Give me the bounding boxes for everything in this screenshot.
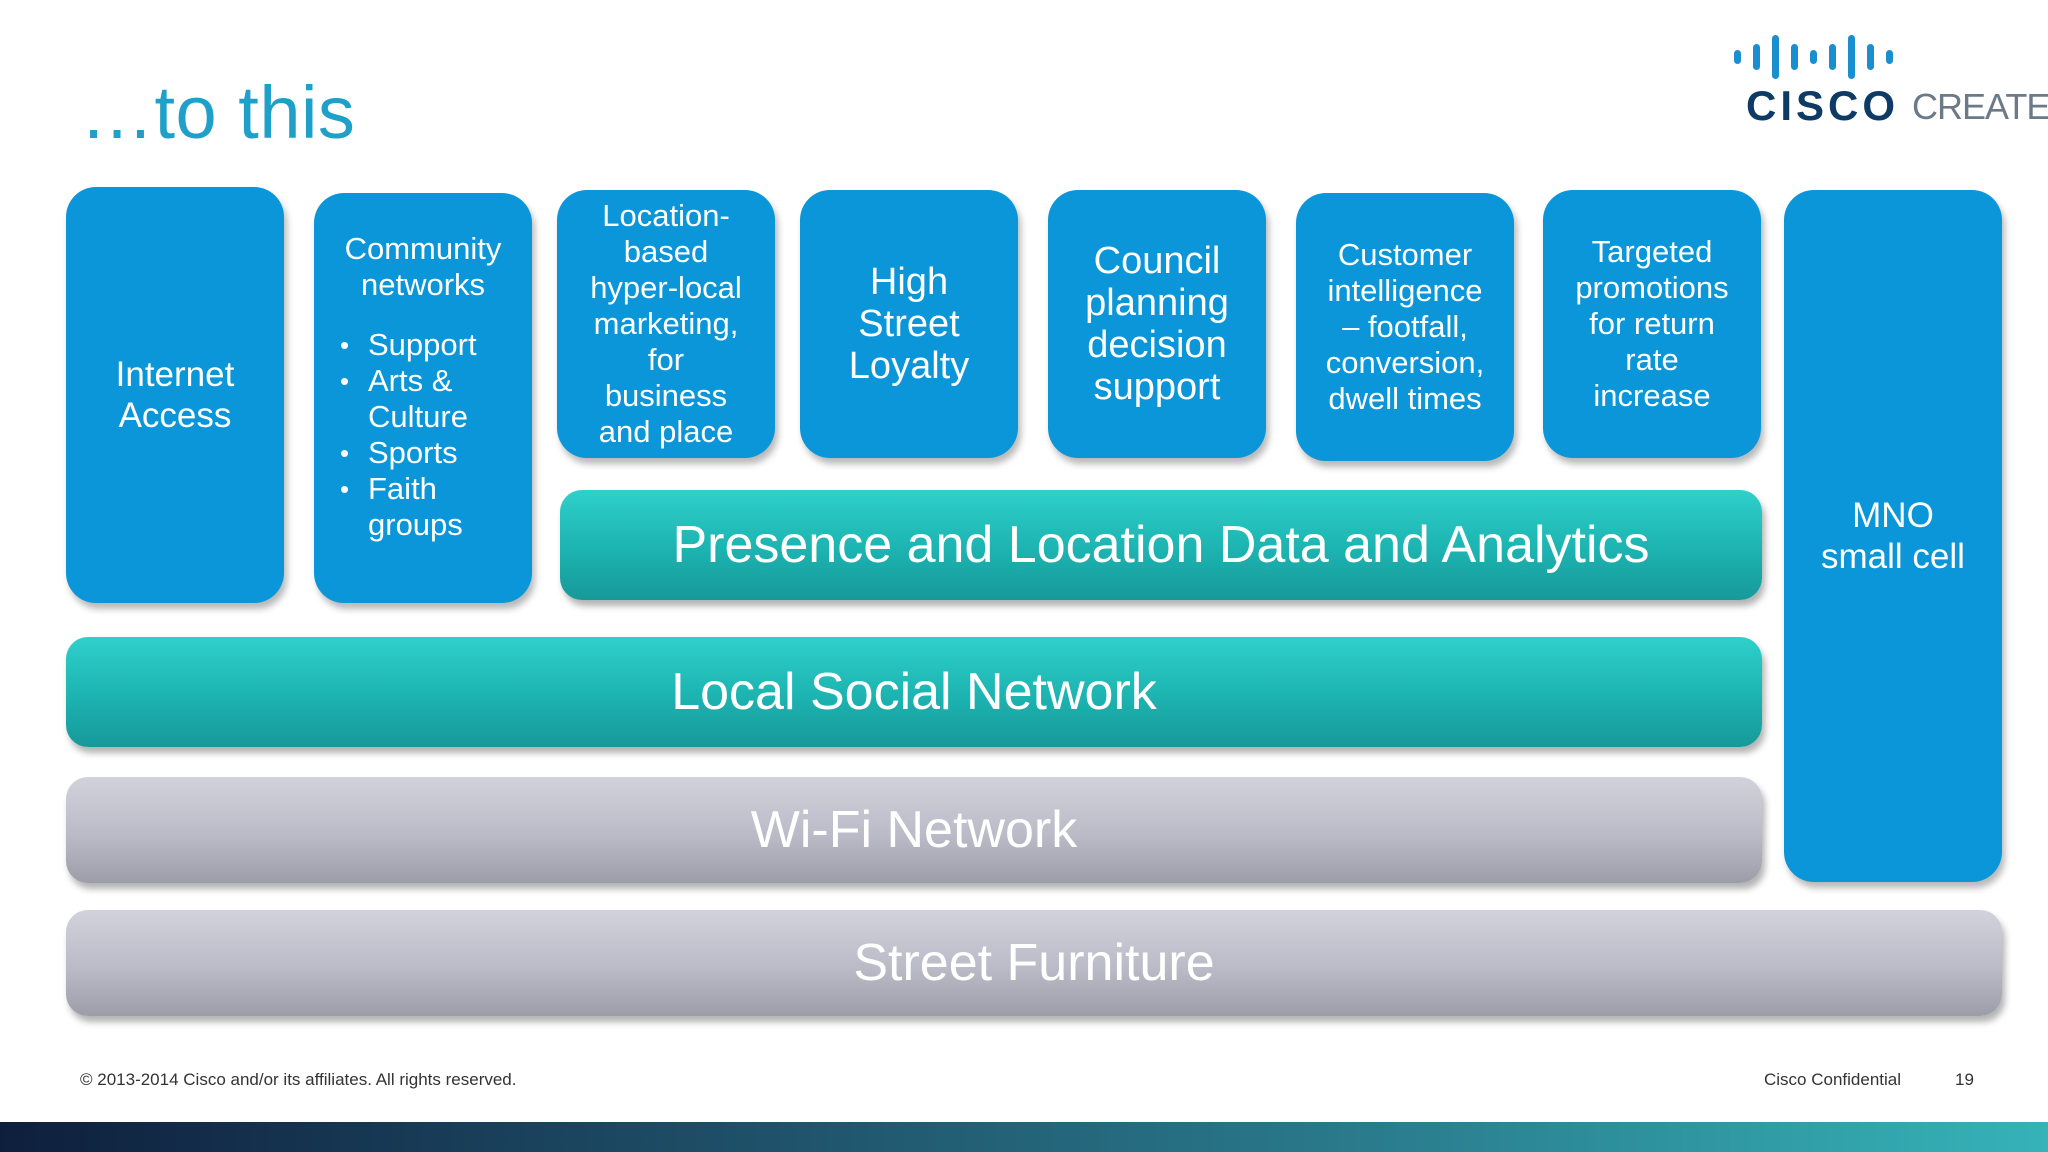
logo-suffix: CREATE (1912, 86, 2048, 127)
customer-intelligence-label: Customer intelligence – footfall, conver… (1325, 237, 1485, 416)
location-marketing-label: Location- based hyper-local marketing, f… (590, 198, 742, 449)
street-furniture-layer: Street Furniture (66, 910, 2002, 1016)
street-furniture-label: Street Furniture (853, 934, 1215, 992)
local-social-network-layer: Local Social Network (66, 637, 1762, 747)
local-social-network-label: Local Social Network (671, 663, 1157, 721)
customer-intelligence-box: Customer intelligence – footfall, conver… (1296, 193, 1514, 461)
community-item: Faith groups (338, 471, 508, 543)
mno-small-cell-box: MNO small cell (1784, 190, 2002, 882)
targeted-promotions-box: Targeted promotions for return rate incr… (1543, 190, 1761, 458)
internet-access-label: Internet Access (115, 355, 235, 435)
community-item: Support (338, 327, 508, 363)
council-planning-box: Council planning decision support (1048, 190, 1266, 458)
confidential-text: Cisco Confidential (1764, 1070, 1902, 1089)
slide-title: …to this (80, 71, 356, 154)
wifi-network-label: Wi-Fi Network (750, 801, 1078, 859)
wifi-network-layer: Wi-Fi Network (66, 777, 1762, 883)
logo-wordmark: CISCO (1746, 82, 1900, 129)
community-list: Support Arts & Culture Sports Faith grou… (338, 327, 508, 543)
community-networks-title: Community networks (344, 231, 502, 302)
location-marketing-box: Location- based hyper-local marketing, f… (557, 190, 775, 458)
community-item: Sports (338, 435, 508, 471)
footer-gradient-strip (0, 1122, 2048, 1152)
targeted-promotions-label: Targeted promotions for return rate incr… (1575, 234, 1729, 413)
page-number: 19 (1955, 1070, 1974, 1089)
high-street-loyalty-label: High Street Loyalty (848, 261, 970, 387)
internet-access-box: Internet Access (66, 187, 284, 603)
mno-small-cell-label: MNO small cell (1821, 496, 1965, 576)
community-item: Arts & Culture (338, 363, 508, 435)
high-street-loyalty-box: High Street Loyalty (800, 190, 1018, 458)
council-planning-label: Council planning decision support (1085, 240, 1229, 408)
presence-analytics-label: Presence and Location Data and Analytics (672, 516, 1650, 574)
cisco-bars-icon (1734, 34, 1894, 80)
community-networks-box: Community networks Support Arts & Cultur… (314, 193, 532, 603)
cisco-create-logo: CISCO CREATE (1726, 34, 2048, 129)
presence-analytics-layer: Presence and Location Data and Analytics (560, 490, 1762, 600)
copyright-text: © 2013-2014 Cisco and/or its affiliates.… (80, 1070, 517, 1089)
